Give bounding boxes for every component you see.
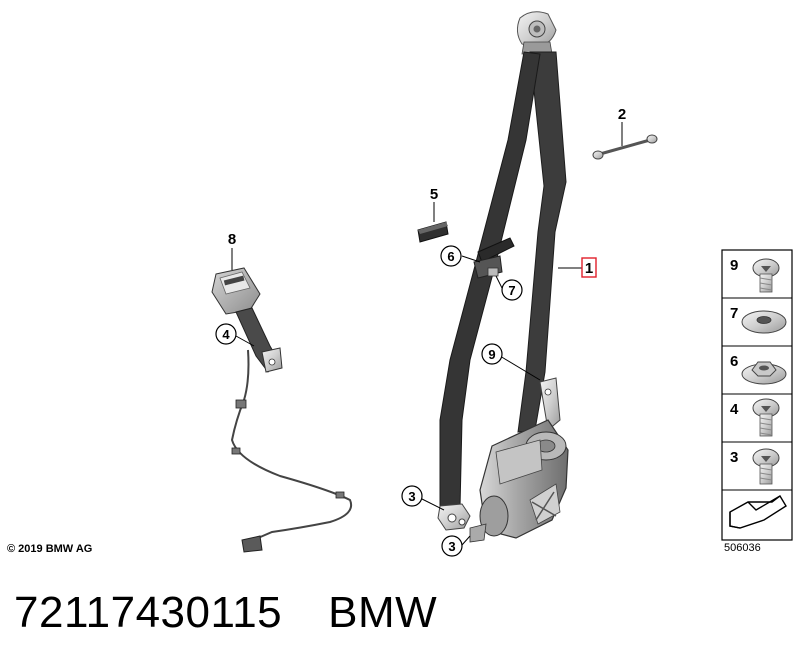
circled-callout-7-label: 7 bbox=[508, 283, 515, 298]
circled-callout-3-upper: 3 bbox=[401, 485, 423, 507]
belt-guide bbox=[473, 237, 515, 279]
callout-2-label: 2 bbox=[618, 106, 626, 123]
callout-8-label: 8 bbox=[228, 231, 236, 248]
torx-bolt-icon bbox=[752, 258, 780, 293]
lower-anchor-bracket bbox=[437, 503, 471, 531]
upper-anchor bbox=[516, 11, 557, 55]
leader-lines bbox=[235, 255, 582, 546]
circled-callout-4-label: 4 bbox=[222, 327, 230, 342]
legend-6-label: 6 bbox=[730, 353, 738, 370]
circled-callout-9-label: 9 bbox=[488, 347, 495, 362]
torx-bolt-icon bbox=[752, 398, 780, 437]
copyright-notice: © 2019 BMW AG bbox=[7, 543, 93, 555]
legend-9-label: 9 bbox=[730, 257, 738, 274]
part-number: 72117430115 bbox=[14, 588, 283, 637]
belt-retractor bbox=[469, 377, 569, 543]
part-title: 72117430115 BMW bbox=[14, 588, 437, 638]
drawing-number: 506036 bbox=[724, 542, 761, 554]
circled-callout-4: 4 bbox=[215, 323, 237, 345]
belt-buckle-assembly bbox=[211, 248, 352, 553]
cover-part-5 bbox=[417, 202, 449, 243]
legend-7-label: 7 bbox=[730, 305, 738, 322]
circled-callout-3-lower: 3 bbox=[441, 535, 463, 557]
circled-callout-3-upper-label: 3 bbox=[408, 489, 415, 504]
torx-bolt-icon bbox=[752, 448, 780, 485]
buckle-cable bbox=[230, 349, 352, 539]
legend-3-label: 3 bbox=[730, 449, 738, 466]
washer-icon bbox=[741, 310, 787, 334]
hardware-legend: 9 7 6 4 3 bbox=[721, 249, 793, 541]
circled-callout-6-label: 6 bbox=[447, 249, 454, 264]
callout-1-label: 1 bbox=[585, 260, 593, 277]
circled-callout-3-lower-label: 3 bbox=[448, 539, 455, 554]
seat-belt-assembly bbox=[437, 11, 569, 543]
legend-4-label: 4 bbox=[730, 401, 739, 418]
callout-5-label: 5 bbox=[430, 186, 438, 203]
callout-1: 1 bbox=[581, 257, 597, 278]
front-direction-arrow-icon bbox=[729, 494, 787, 529]
circled-callout-7: 7 bbox=[501, 279, 523, 301]
flanged-nut-icon bbox=[741, 361, 787, 385]
top-bolt-part-2 bbox=[592, 122, 658, 160]
circled-callout-9: 9 bbox=[481, 343, 503, 365]
brand-name: BMW bbox=[328, 588, 438, 637]
circled-callout-6: 6 bbox=[440, 245, 462, 267]
